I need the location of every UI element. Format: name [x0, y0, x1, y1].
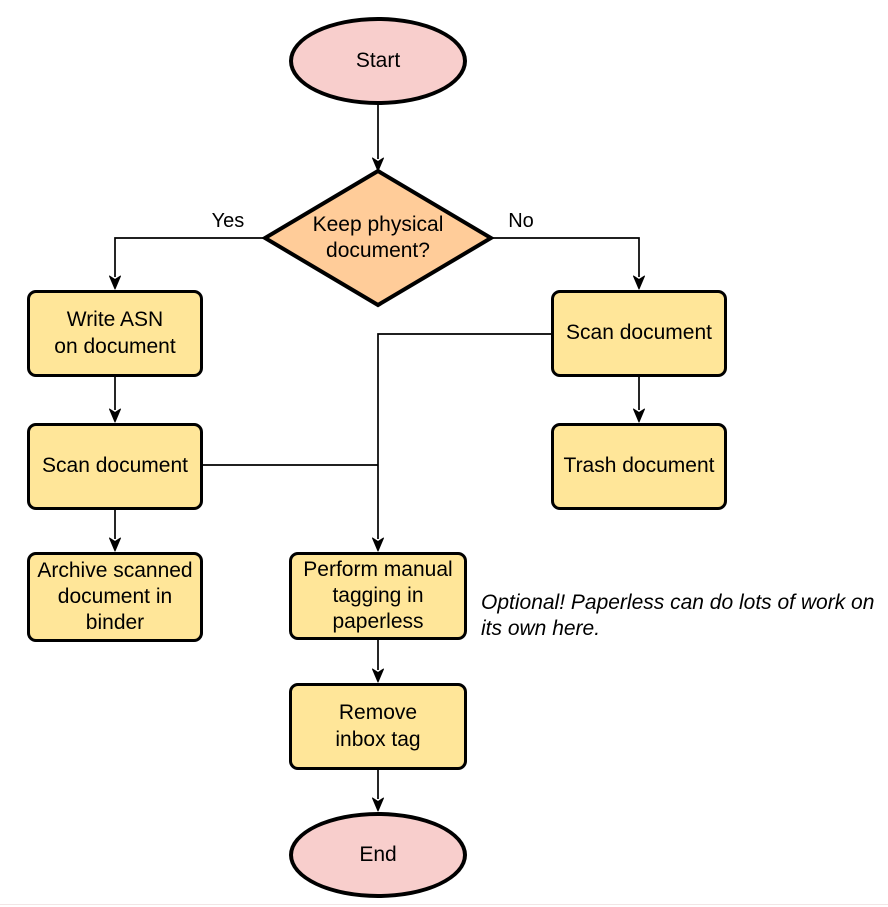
arrowhead-remove-inbox — [372, 668, 384, 683]
arrowhead-archive — [109, 537, 121, 552]
bottom-divider — [0, 904, 888, 905]
edge-yes — [114, 237, 266, 277]
decision-node: Keep physical document? — [261, 168, 495, 308]
no-edge-label: No — [508, 210, 534, 232]
optional-note: Optional! Paperless can do lots of work … — [481, 591, 875, 640]
diamond-shape — [261, 168, 495, 308]
end-node: End — [289, 812, 467, 898]
arrowhead-write-asn — [109, 275, 121, 290]
arrowhead-decision — [372, 157, 384, 172]
arrowhead-scan-left — [109, 408, 121, 423]
scan-document-right-node: Scan document — [551, 290, 727, 377]
start-node: Start — [289, 17, 467, 105]
diamond-polygon — [261, 168, 495, 308]
arrowhead-trash — [633, 408, 645, 423]
yes-edge-label: Yes — [211, 210, 245, 232]
edge-scan-right-to-tagging — [377, 333, 551, 539]
manual-tagging-node: Perform manual tagging in paperless — [289, 552, 467, 640]
trash-document-node: Trash document — [551, 423, 727, 510]
archive-node: Archive scanned document in binder — [27, 552, 203, 642]
arrowhead-tagging — [372, 537, 384, 552]
arrowhead-scan-right — [633, 275, 645, 290]
decision-label: Keep physical document? — [312, 212, 444, 262]
write-asn-node: Write ASN on document — [27, 290, 203, 377]
arrowhead-end — [372, 797, 384, 812]
edge-no — [490, 237, 640, 277]
scan-document-left-node: Scan document — [27, 423, 203, 510]
remove-inbox-tag-node: Remove inbox tag — [289, 683, 467, 770]
